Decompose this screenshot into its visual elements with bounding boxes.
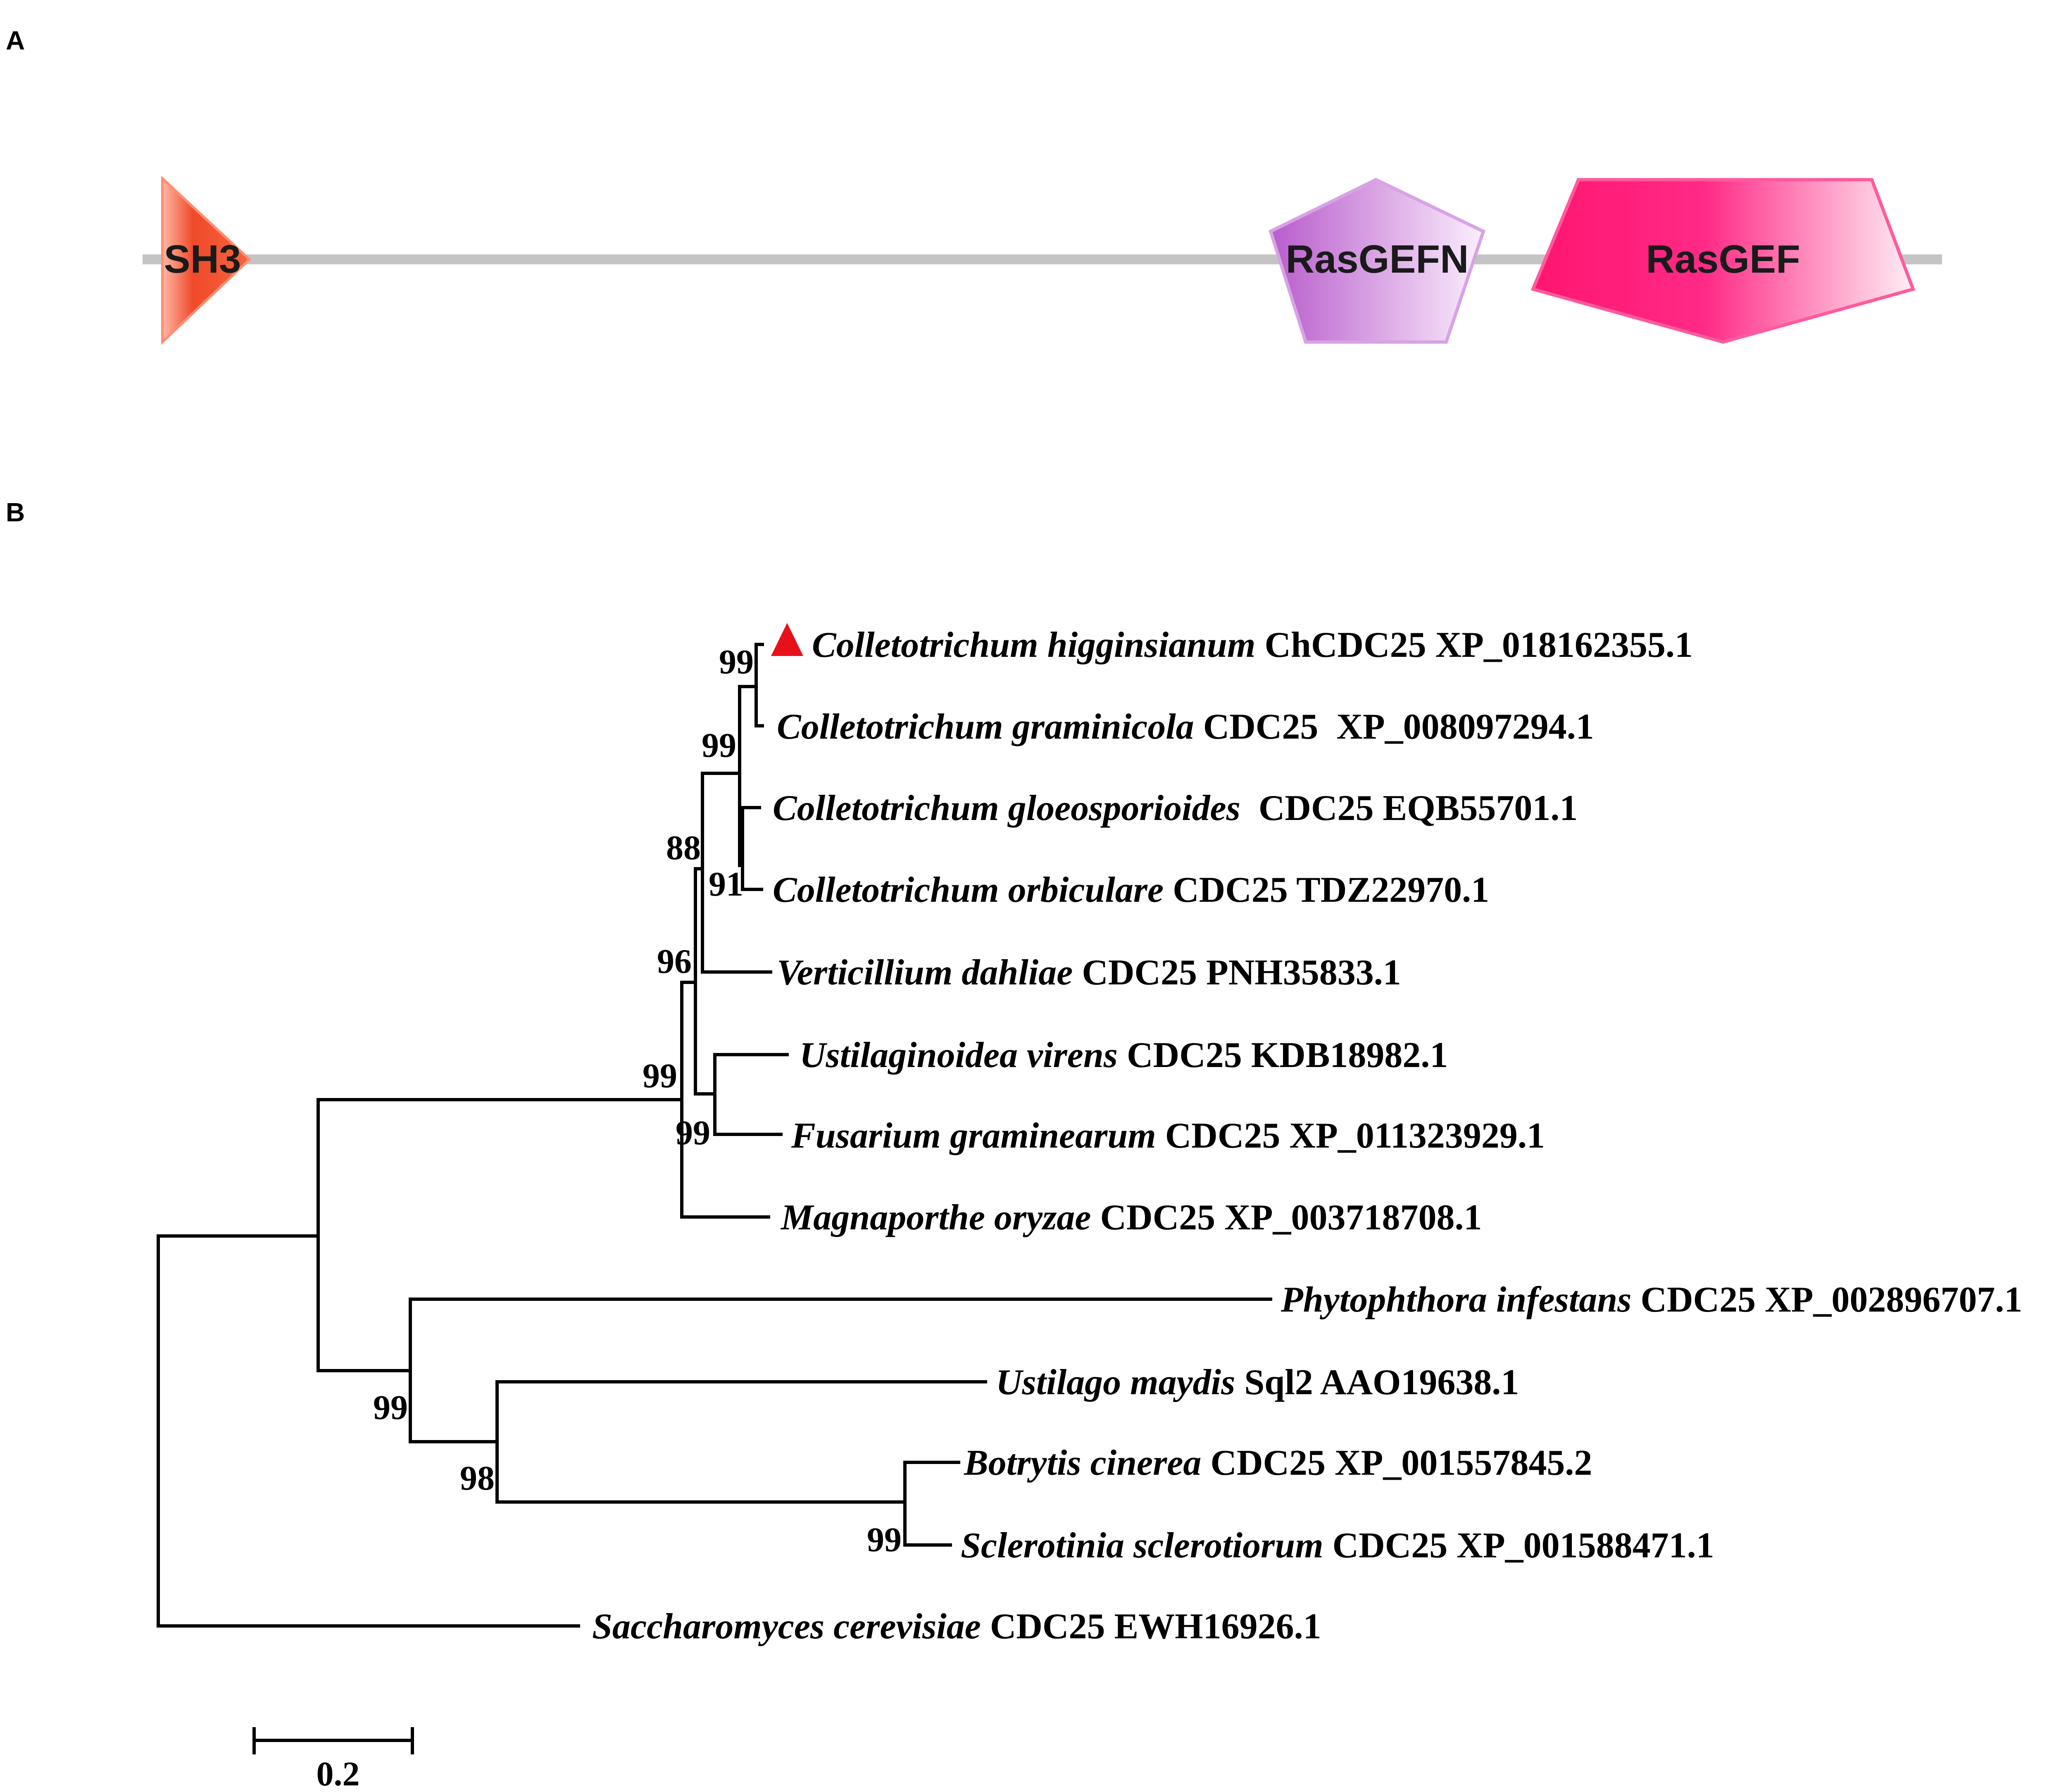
domain-sh3: SH3: [161, 176, 252, 345]
phylogenetic-tree: 99 99 88 91 96 99 99 99 98 99 Colletotri…: [157, 623, 2022, 1792]
rasgefn-shape: [1269, 178, 1485, 344]
taxon-label: Ustilaginoidea virens CDC25 KDB18982.1: [800, 1035, 1448, 1075]
bootstrap-value: 88: [666, 829, 701, 867]
highlight-triangle-icon: [771, 623, 803, 656]
panel-label-b: B: [6, 497, 25, 527]
domain-rasgefn: RasGEFN: [1269, 178, 1485, 344]
bootstrap-value: 99: [719, 643, 754, 681]
taxon-label: Ustilago maydis Sql2 AAO19638.1: [996, 1362, 1519, 1402]
taxon-label: Sclerotinia sclerotiorum CDC25 XP_001588…: [961, 1526, 1714, 1566]
taxon-label: Botrytis cinerea CDC25 XP_001557845.2: [964, 1443, 1592, 1483]
taxon-label: Colletotrichum graminicola CDC25 XP_0080…: [777, 707, 1594, 747]
taxon-label: Fusarium graminearum CDC25 XP_011323929.…: [791, 1116, 1545, 1156]
domain-rasgefn-label: RasGEFN: [1286, 237, 1469, 281]
panel-label-a: A: [6, 26, 25, 55]
bootstrap-value: 99: [643, 1057, 677, 1095]
domain-architecture: SH3 RasGEFN RasGEF: [143, 176, 1942, 345]
scale-bar-label: 0.2: [317, 1755, 360, 1792]
bootstrap-value: 99: [373, 1388, 408, 1427]
taxon-label: Colletotrichum gloeosporioides CDC25 EQB…: [773, 788, 1578, 828]
bootstrap-value: 98: [460, 1459, 495, 1497]
taxon-label: Colletotrichum orbiculare CDC25 TDZ22970…: [773, 870, 1489, 910]
tree-branches: [157, 643, 1272, 1628]
taxon-label: Phytophthora infestans CDC25 XP_00289670…: [1281, 1280, 2022, 1320]
domain-rasgef: RasGEF: [1530, 178, 1916, 344]
bootstrap-value: 99: [867, 1521, 902, 1559]
taxon-label: Verticillium dahliae CDC25 PNH35833.1: [777, 953, 1401, 993]
domain-sh3-label: SH3: [164, 237, 241, 281]
taxon-label: Magnaporthe oryzae CDC25 XP_003718708.1: [780, 1198, 1482, 1238]
bootstrap-value: 91: [709, 865, 743, 903]
bootstrap-value: 99: [676, 1114, 710, 1152]
bootstrap-value: 99: [702, 726, 736, 765]
sh3-shape: [161, 176, 252, 345]
bootstrap-values: 99 99 88 91 96 99 99 99 98 99: [373, 643, 902, 1559]
scale-bar: 0.2: [252, 1727, 414, 1792]
taxon-label: Saccharomyces cerevisiae CDC25 EWH16926.…: [592, 1607, 1321, 1647]
taxon-labels: Colletotrichum higginsianum ChCDC25 XP_0…: [592, 625, 2022, 1647]
scale-bar-line: [252, 1727, 414, 1754]
taxon-label: Colletotrichum higginsianum ChCDC25 XP_0…: [812, 625, 1693, 665]
domain-rasgef-label: RasGEF: [1646, 237, 1800, 281]
rasgef-shape: [1530, 178, 1916, 344]
bootstrap-value: 96: [657, 942, 692, 981]
